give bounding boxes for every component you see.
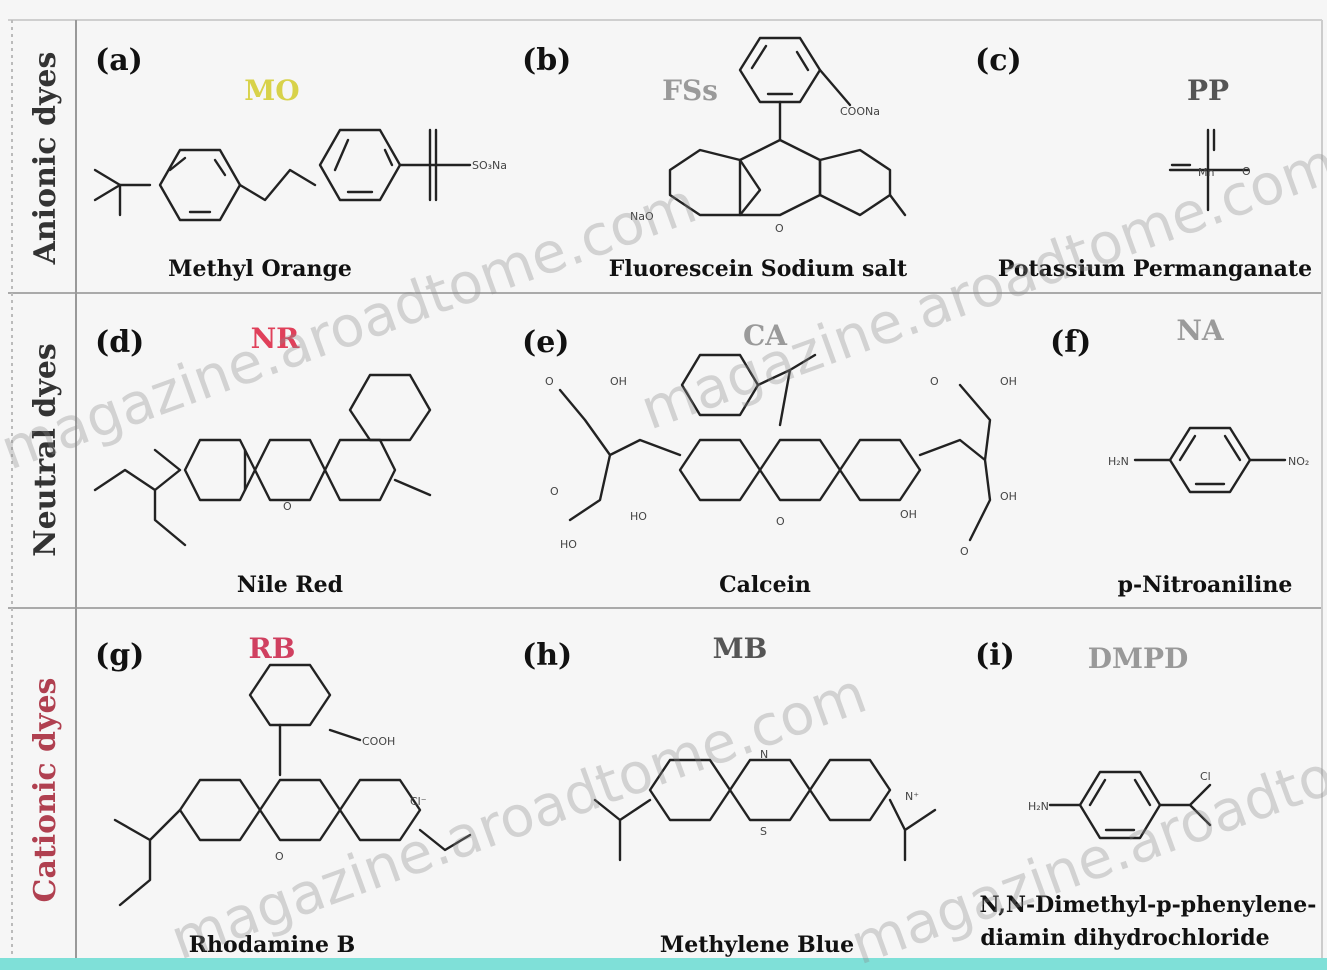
structure-calcein: O OH O HO O OH OH O HO OH O — [545, 353, 1017, 558]
svg-text:OH: OH — [900, 508, 917, 521]
row-label-anionic: Anionic dyes — [28, 52, 63, 266]
svg-text:O: O — [960, 545, 969, 558]
svg-text:H₂N: H₂N — [1028, 800, 1049, 813]
svg-text:N: N — [760, 748, 768, 761]
panel-letter-b: (b) — [522, 43, 571, 78]
abbr-dmpd: DMPD — [1088, 642, 1189, 675]
name-methyl-orange: Methyl Orange — [168, 256, 352, 282]
panel-letter-i: (i) — [975, 638, 1015, 673]
svg-text:OH: OH — [1000, 375, 1017, 388]
svg-text:O: O — [775, 222, 784, 235]
svg-text:COOH: COOH — [362, 735, 395, 748]
abbr-fss: FSs — [662, 74, 718, 107]
structure-fluorescein: COONa NaO O — [630, 36, 907, 235]
svg-text:S: S — [760, 825, 767, 838]
watermark-bottom: magazine.aroadtome.com — [163, 661, 875, 970]
svg-text:Cl: Cl — [1200, 770, 1211, 783]
svg-text:N⁺: N⁺ — [905, 790, 919, 803]
svg-text:O: O — [930, 375, 939, 388]
name-rhodamine-b: Rhodamine B — [189, 932, 355, 958]
svg-text:NO₂: NO₂ — [1288, 455, 1309, 468]
structure-rhodamine-b: COOH Cl⁻ O — [113, 663, 472, 907]
svg-text:O: O — [545, 375, 554, 388]
svg-text:H₂N: H₂N — [1108, 455, 1129, 468]
svg-text:O: O — [550, 485, 559, 498]
svg-text:OH: OH — [1000, 490, 1017, 503]
svg-text:O: O — [275, 850, 284, 863]
panel-letter-f: (f) — [1050, 325, 1091, 360]
svg-text:HO: HO — [630, 510, 647, 523]
svg-text:Cl⁻: Cl⁻ — [410, 795, 427, 808]
name-methylene-blue: Methylene Blue — [660, 932, 854, 958]
structure-p-nitroaniline: H₂N NO₂ — [1108, 426, 1309, 494]
name-dmpd-line2: diamin dihydrochloride — [980, 925, 1269, 951]
abbr-pp: PP — [1187, 74, 1229, 107]
structure-methyl-orange: SO₃Na — [93, 128, 507, 222]
svg-text:OH: OH — [610, 375, 627, 388]
svg-text:COONa: COONa — [840, 105, 880, 118]
svg-text:O: O — [776, 515, 785, 528]
abbr-nr: NR — [251, 322, 301, 355]
panel-letter-a: (a) — [95, 43, 143, 78]
structure-dmpd: H₂N Cl — [1028, 770, 1212, 840]
abbr-na: NA — [1176, 314, 1225, 347]
watermark-mid: magazine.aroadtome.com — [633, 131, 1327, 443]
row-label-neutral: Neutral dyes — [28, 343, 63, 557]
abbr-rb: RB — [249, 632, 296, 665]
name-fluorescein: Fluorescein Sodium salt — [609, 256, 908, 282]
abbr-ca: CA — [743, 319, 788, 352]
name-nile-red: Nile Red — [237, 572, 343, 598]
structure-nile-red: O — [93, 373, 432, 547]
row-label-cationic: Cationic dyes — [28, 678, 63, 903]
svg-text:SO₃Na: SO₃Na — [472, 159, 507, 172]
structure-permanganate: Mn O — [1168, 128, 1251, 212]
name-dmpd-line1: N,N-Dimethyl-p-phenylene- — [980, 892, 1317, 918]
svg-text:O: O — [1242, 165, 1251, 178]
svg-text:HO: HO — [560, 538, 577, 551]
panel-letter-g: (g) — [95, 638, 144, 673]
name-calcein: Calcein — [719, 572, 811, 598]
structure-methylene-blue: N S N⁺ — [593, 748, 937, 862]
svg-text:O: O — [283, 500, 292, 513]
panel-letter-d: (d) — [95, 325, 144, 360]
panel-letter-h: (h) — [522, 638, 572, 673]
grid-frame — [0, 19, 1327, 970]
svg-text:Mn: Mn — [1198, 166, 1214, 179]
panel-letter-c: (c) — [975, 43, 1022, 78]
name-permanganate: Potassium Permanganate — [998, 256, 1312, 282]
abbr-mb: MB — [713, 632, 768, 665]
bottom-accent-bar — [0, 958, 1327, 970]
name-p-nitroaniline: p-Nitroaniline — [1118, 572, 1293, 598]
panel-letter-e: (e) — [522, 325, 569, 360]
svg-text:NaO: NaO — [630, 210, 654, 223]
abbr-mo: MO — [244, 74, 299, 107]
